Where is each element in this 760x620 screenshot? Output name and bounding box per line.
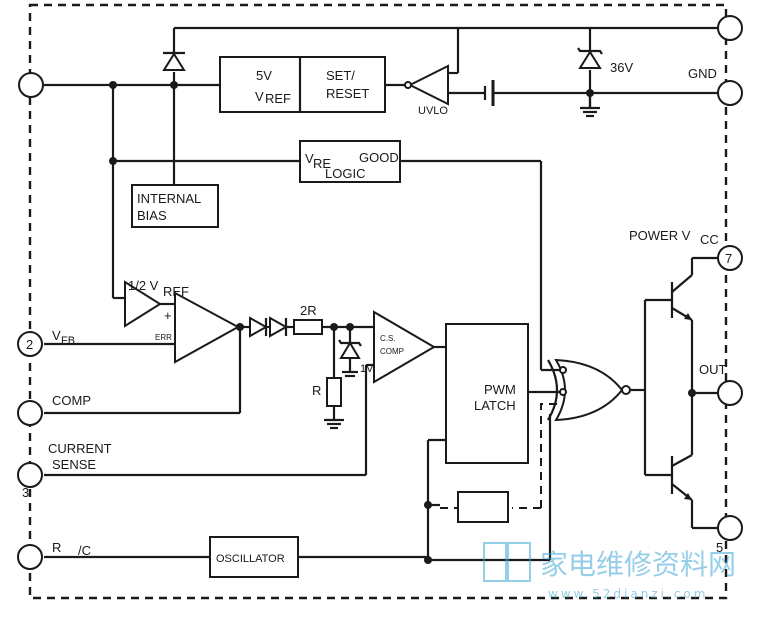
pin-comp [17,400,43,426]
internal-label: INTERNAL [137,191,201,206]
ground-symbol [580,93,600,118]
uvlo-label: UVLO [418,105,448,117]
err-plus-label: + [164,308,172,323]
pwm-label: PWM [484,382,516,397]
cs-comp-label-2: COMP [380,347,404,356]
vref-good-v-label: V [305,151,314,166]
package-boundary [28,3,728,600]
blanking-dashed-path [440,403,560,523]
vfb-v-label: V [52,328,61,343]
resistor-r: R [312,327,344,430]
out-label: OUT [699,362,727,377]
zener-1v: 1V [338,327,374,378]
reset-label: RESET [326,86,369,101]
vref-good-logic-block: V RE GOOD LOGIC [299,140,560,372]
output-transistors [670,256,718,530]
power-vcc-label: POWER V [629,228,691,243]
two-r-label: 2R [300,303,317,318]
vref-good-logic-label: LOGIC [325,166,365,181]
pin-current-sense [17,462,43,488]
gnd-label: GND [688,66,717,81]
watermark-url: www.52dianzi.com [548,587,708,601]
pin-top-right [717,15,743,41]
sense-label: SENSE [52,457,96,472]
internal-bias-block: INTERNAL BIAS [131,184,219,228]
current-label: CURRENT [48,441,112,456]
vref-sub-label: REF [265,91,291,106]
pin-vref [18,72,44,98]
pin-power-gnd [717,515,743,541]
bias-label: BIAS [137,208,167,223]
zener-36v: 36V [577,47,633,75]
pin5-number: 5 [716,540,723,555]
level-shift-diodes [249,316,294,338]
supply-diode [162,51,186,71]
half-vref-label: 1/2 V [128,278,159,293]
vref-good-re-label: RE [313,156,331,171]
power-vcc-sub: CC [700,232,719,247]
cs-comp-label-1: C.S. [380,334,396,343]
error-amplifier: + ERR [44,291,250,415]
rc-c-label: /C [78,543,91,558]
vref-good-good-label: GOOD [359,150,399,165]
oscillator-block: OSCILLATOR [44,536,428,578]
blanking-block [457,491,509,523]
pin-vfb [17,331,43,357]
latch-label: LATCH [474,398,516,413]
rc-r-label: R [52,540,61,555]
pin3-number: 3 [22,485,29,500]
watermark-cn: 家电维修资料网 [540,548,736,581]
pin-out [717,380,743,406]
watermark: 家电维修资料网 www.52dianzi.com [483,542,736,601]
half-vref-sub: REF [163,284,189,299]
pin-gnd [717,80,743,106]
vref-v-label: V [255,89,264,104]
vref-5v-label: 5V [256,68,272,83]
vref-regulator-block: 5V V REF SET/ RESET [219,56,386,113]
pwm-latch-block: PWM LATCH [445,323,560,464]
output-nor-gate [547,298,672,477]
cs-comparator: C.S. COMP [44,310,446,477]
half-vref-buffer: 1/2 V REF [124,278,189,328]
pin-power-vcc [717,245,743,271]
comp-label: COMP [52,393,91,408]
zener-36v-label: 36V [610,60,633,75]
uvlo-comparator: UVLO [385,64,485,117]
pin-rt-ct [17,544,43,570]
reference-battery [483,80,720,106]
pin2-number: 2 [26,337,33,352]
set-label: SET/ [326,68,355,83]
vfb-sub-label: FB [61,335,75,347]
vref-rail [44,81,300,300]
resistor-2r: 2R [293,303,378,335]
r-label: R [312,383,321,398]
pin7-number: 7 [725,251,732,266]
oscillator-label: OSCILLATOR [216,553,285,565]
err-label: ERR [155,333,172,342]
